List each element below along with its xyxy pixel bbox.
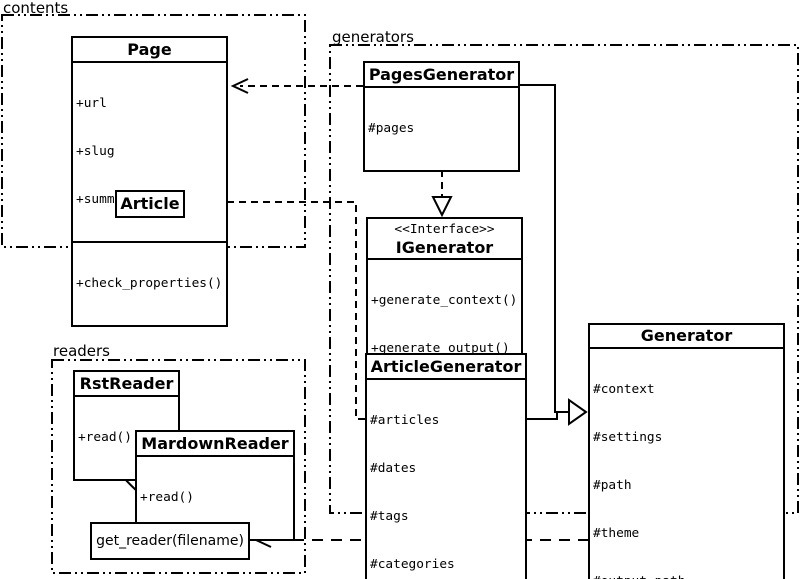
attribute: #output_path (593, 574, 780, 579)
generalization-generators-generator (520, 84, 588, 426)
class-title-rstreader: RstReader (79, 374, 174, 393)
class-title-generator: Generator (640, 326, 733, 345)
attribute: +url (76, 96, 107, 111)
attribute: #settings (593, 430, 663, 445)
package-border-contents (1, 14, 306, 248)
class-box-pagesgenerator: PagesGenerator #pages (363, 61, 520, 172)
method: +generate_output() (371, 341, 510, 356)
attribute: #theme (593, 526, 640, 541)
method: +check_properties() (76, 276, 223, 291)
method: +read() (140, 490, 194, 505)
package-border-readers (51, 359, 306, 574)
class-title-igenerator: IGenerator (395, 238, 494, 257)
function-box-get-reader: get_reader(filename) (90, 522, 250, 560)
attribute: #context (593, 382, 655, 397)
attribute: #articles (370, 413, 440, 428)
page-methods: +check_properties() (73, 241, 226, 325)
dependency-pagesgenerator-page (230, 78, 363, 94)
class-title-page: Page (127, 40, 172, 59)
pagesgenerator-attributes: #pages (365, 86, 518, 170)
package-border-generators (329, 44, 799, 514)
class-title-pagesgenerator: PagesGenerator (368, 65, 515, 84)
generator-attributes: #context #settings #path #theme #output_… (590, 347, 783, 579)
attribute: #path (593, 478, 632, 493)
class-box-page: Page +url +slug +summary +check_properti… (71, 36, 228, 327)
articlegenerator-attributes: #articles #dates #tags #categories (367, 378, 525, 579)
attribute: #pages (368, 121, 415, 136)
package-label-generators: generators (332, 28, 414, 46)
class-title-article: Article (120, 194, 180, 213)
attribute: #categories (370, 557, 455, 572)
package-label-contents: contents (3, 0, 69, 17)
class-box-articlegenerator: ArticleGenerator #articles #dates #tags … (365, 353, 527, 579)
class-title-articlegenerator: ArticleGenerator (370, 357, 522, 376)
attribute: #tags (370, 509, 409, 524)
attribute: +slug (76, 144, 115, 159)
markdownreader-methods: +read() (137, 455, 293, 539)
package-label-readers: readers (53, 342, 110, 360)
igenerator-methods: +generate_context() +generate_output() (368, 258, 521, 390)
class-box-article: Article (115, 190, 185, 218)
attribute: #dates (370, 461, 417, 476)
rstreader-methods: +read() (75, 395, 178, 479)
igenerator-stereotype: <<Interface>> (394, 222, 495, 237)
class-title-markdownreader: MardownReader (141, 434, 289, 453)
class-box-generator: Generator #context #settings #path #them… (588, 323, 785, 579)
method: +read() (78, 430, 132, 445)
method: +generate_context() (371, 293, 518, 308)
